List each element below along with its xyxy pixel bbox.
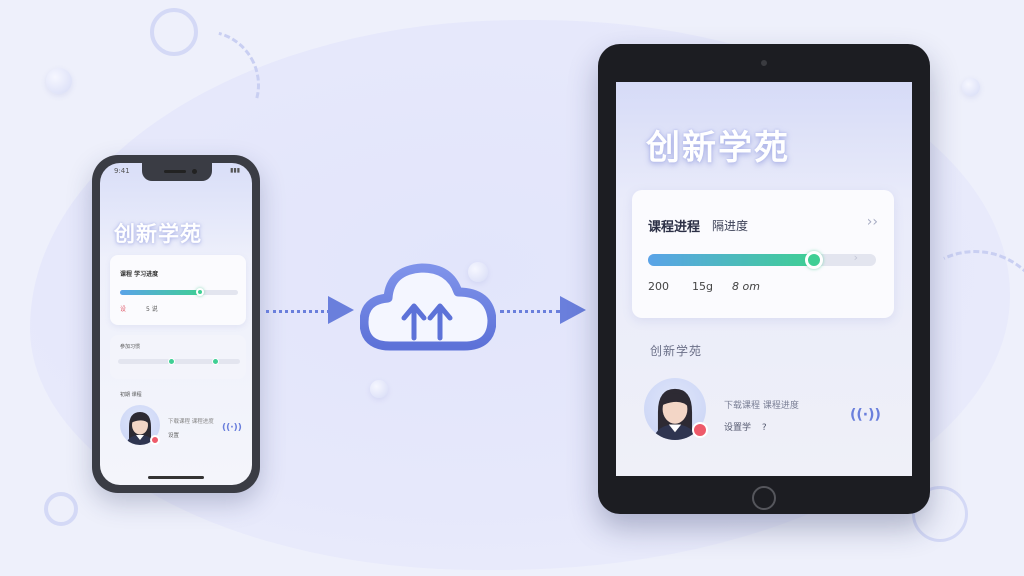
tablet-card-more-icon[interactable]: ›› <box>866 214 878 230</box>
phone-profile-label: 初期 课程 <box>120 392 142 398</box>
tablet-sync-icon[interactable]: ((·)) <box>850 407 881 423</box>
tablet-progress-chevron-icon: › <box>853 251 858 264</box>
phone-home-indicator <box>148 476 204 479</box>
decor-ring-bottom-left <box>44 492 78 526</box>
phone-progress-knob[interactable] <box>196 288 204 296</box>
phone-device: 9:41 ▮▮▮ 创新学苑 课程 学习进度 设 5 说 参加习惯 初期 课程 <box>92 155 260 493</box>
tablet-card-title: 课程进程 <box>648 220 701 235</box>
camera-icon <box>192 169 197 174</box>
cloud-sync <box>359 258 497 354</box>
tablet-progress-card[interactable]: 课程进程 隔进度 ›› › 200 15g 8 om <box>632 190 894 318</box>
phone-habit-dot-1 <box>168 358 175 365</box>
left-arrow-icon <box>328 296 354 324</box>
tablet-progress-knob[interactable] <box>805 251 824 269</box>
decor-dot-left <box>46 68 72 94</box>
right-transfer-line <box>500 310 560 313</box>
tablet-card-subtitle: 隔进度 <box>712 219 749 233</box>
tablet-avatar-badge <box>692 422 708 438</box>
phone-progress-bar[interactable] <box>120 288 238 296</box>
phone-progress-fill <box>120 290 203 295</box>
phone-sync-icon[interactable]: ((·)) <box>222 423 242 433</box>
tablet-stat-1: 200 <box>648 280 669 293</box>
tablet-profile-line2-text: 设置学 <box>724 423 752 433</box>
right-arrow-icon <box>560 296 586 324</box>
tablet-device: 创新学苑 课程进程 隔进度 ›› › 200 15g 8 om 创新学苑 <box>598 44 930 514</box>
tablet-stat-3: 8 om <box>732 280 760 293</box>
phone-notch <box>142 163 212 181</box>
phone-habit-dot-2 <box>212 358 219 365</box>
decor-ring-bottom-right <box>912 486 968 542</box>
tablet-home-button[interactable] <box>752 486 776 510</box>
left-transfer-line <box>266 310 330 313</box>
battery-icon: ▮▮▮ <box>230 167 240 174</box>
cloud-upload-icon <box>359 263 497 351</box>
phone-progress-label: 课程 学习进度 <box>120 271 159 278</box>
phone-profile-line2: 设置 <box>168 433 180 439</box>
tablet-progress-bar[interactable]: › <box>648 251 876 269</box>
tablet-section-label: 创新学苑 <box>650 344 703 358</box>
phone-habit-label: 参加习惯 <box>120 344 141 350</box>
decor-dot-right <box>962 78 980 96</box>
tablet-progress-fill <box>648 254 815 266</box>
phone-profile-line1: 下载课程 课程进度 <box>168 419 214 425</box>
tablet-stat-2: 15g <box>692 280 713 293</box>
speaker-icon <box>164 170 186 173</box>
phone-habit-card[interactable]: 参加习惯 <box>110 335 246 379</box>
tablet-avatar[interactable] <box>644 378 706 440</box>
phone-status-time: 9:41 <box>114 167 130 175</box>
phone-stat-a: 设 <box>120 306 127 313</box>
decor-ring-top-left <box>150 8 198 56</box>
tablet-profile-line2: 设置学 ? <box>724 420 767 433</box>
decor-dot-center-low <box>370 380 388 398</box>
avatar-woman-icon <box>126 412 154 445</box>
phone-avatar-badge <box>150 435 160 445</box>
tablet-app-title: 创新学苑 <box>646 128 790 168</box>
tablet-profile-line2-suffix: ? <box>761 423 767 433</box>
phone-stat-b: 5 说 <box>146 306 158 313</box>
avatar-woman-icon <box>653 388 697 440</box>
phone-progress-card[interactable]: 课程 学习进度 设 5 说 <box>110 255 246 325</box>
phone-screen: 9:41 ▮▮▮ 创新学苑 课程 学习进度 设 5 说 参加习惯 初期 课程 <box>100 163 252 485</box>
decor-dot-center <box>468 262 488 282</box>
phone-habit-bar[interactable] <box>118 358 240 365</box>
tablet-profile-line1: 下载课程 课程进度 <box>724 401 799 411</box>
tablet-screen: 创新学苑 课程进程 隔进度 ›› › 200 15g 8 om 创新学苑 <box>616 82 912 476</box>
phone-app-title: 创新学苑 <box>114 222 202 246</box>
tablet-camera-icon <box>761 60 767 66</box>
